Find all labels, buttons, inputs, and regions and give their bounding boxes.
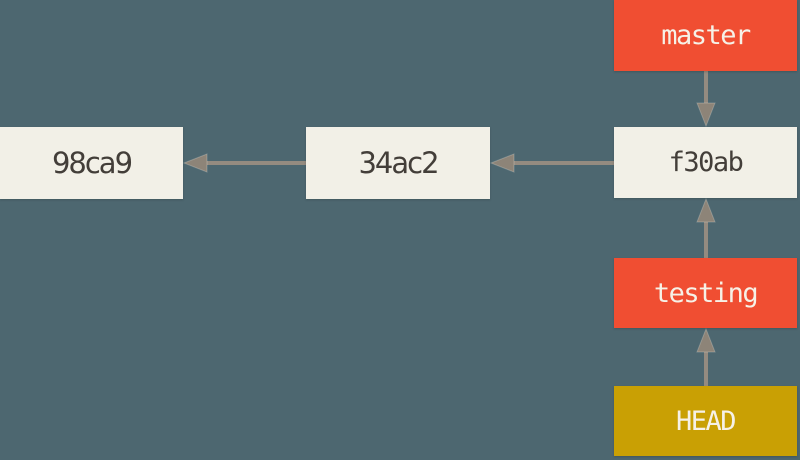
branch-name-label: master [661,20,751,51]
branch-label-testing: testing [614,258,797,328]
head-name-label: HEAD [675,405,737,437]
arrow-testing-to-f30ab [696,197,716,258]
branch-label-master: master [614,0,797,71]
commit-box-98ca9: 98ca9 [0,127,183,199]
arrow-f30ab-to-34ac2 [489,153,614,173]
commit-id-label: f30ab [668,147,744,178]
commit-box-34ac2: 34ac2 [306,127,490,199]
branch-name-label: testing [653,277,759,309]
arrow-34ac2-to-98ca9 [182,153,306,173]
commit-id-label: 34ac2 [358,146,439,180]
head-pointer-label: HEAD [614,386,797,456]
commit-id-label: 98ca9 [51,146,133,180]
arrow-head-to-testing [696,327,716,386]
arrow-master-to-f30ab [696,71,716,128]
commit-box-f30ab: f30ab [614,127,797,198]
